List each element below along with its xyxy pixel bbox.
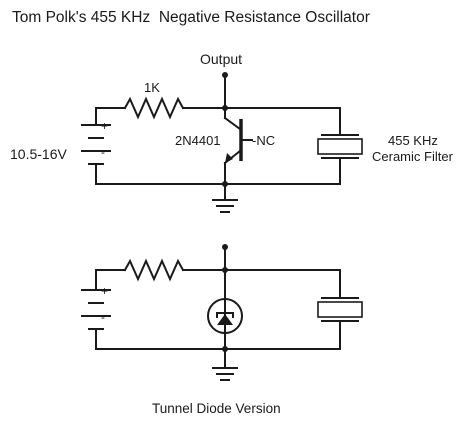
filter-crystal-body	[317, 138, 363, 155]
top-left-wire-2	[95, 269, 126, 291]
supply-voltage-label: 10.5-16V	[10, 146, 67, 162]
bottom-circuit: + - Tunnel Diode Version	[81, 244, 363, 416]
tunnel-diode-caption: Tunnel Diode Version	[152, 401, 281, 416]
battery2-plus-sign: +	[101, 284, 108, 298]
battery2-minus-sign: -	[101, 310, 105, 324]
filter-label-line2: Ceramic Filter	[372, 149, 454, 164]
filter-label-line1: 455 KHz	[388, 133, 438, 148]
nc-label: -NC	[252, 133, 275, 148]
tunnel-diode-triangle	[217, 314, 233, 325]
battery-minus-sign: -	[101, 145, 105, 159]
tunnel-diode-cathode-bar	[216, 312, 234, 318]
battery-plus-sign: +	[101, 119, 108, 133]
emitter-arrow	[225, 153, 233, 163]
top-left-wire	[95, 107, 126, 126]
transistor-label: 2N4401	[175, 133, 221, 148]
bottom-left-wire-2	[95, 328, 226, 350]
resistor-1k	[123, 96, 185, 120]
diagram-title: Tom Polk's 455 KHz Negative Resistance O…	[12, 9, 370, 26]
resistor-2	[123, 258, 185, 282]
filter2-crystal-body	[317, 301, 363, 318]
bottom-left-wire	[95, 163, 226, 185]
top-circuit: Output 1K + - 10.5-16V -NC 2N4401	[10, 51, 454, 213]
resistor-label: 1K	[144, 80, 160, 95]
output-label: Output	[200, 51, 242, 67]
collector-diag	[223, 116, 242, 131]
